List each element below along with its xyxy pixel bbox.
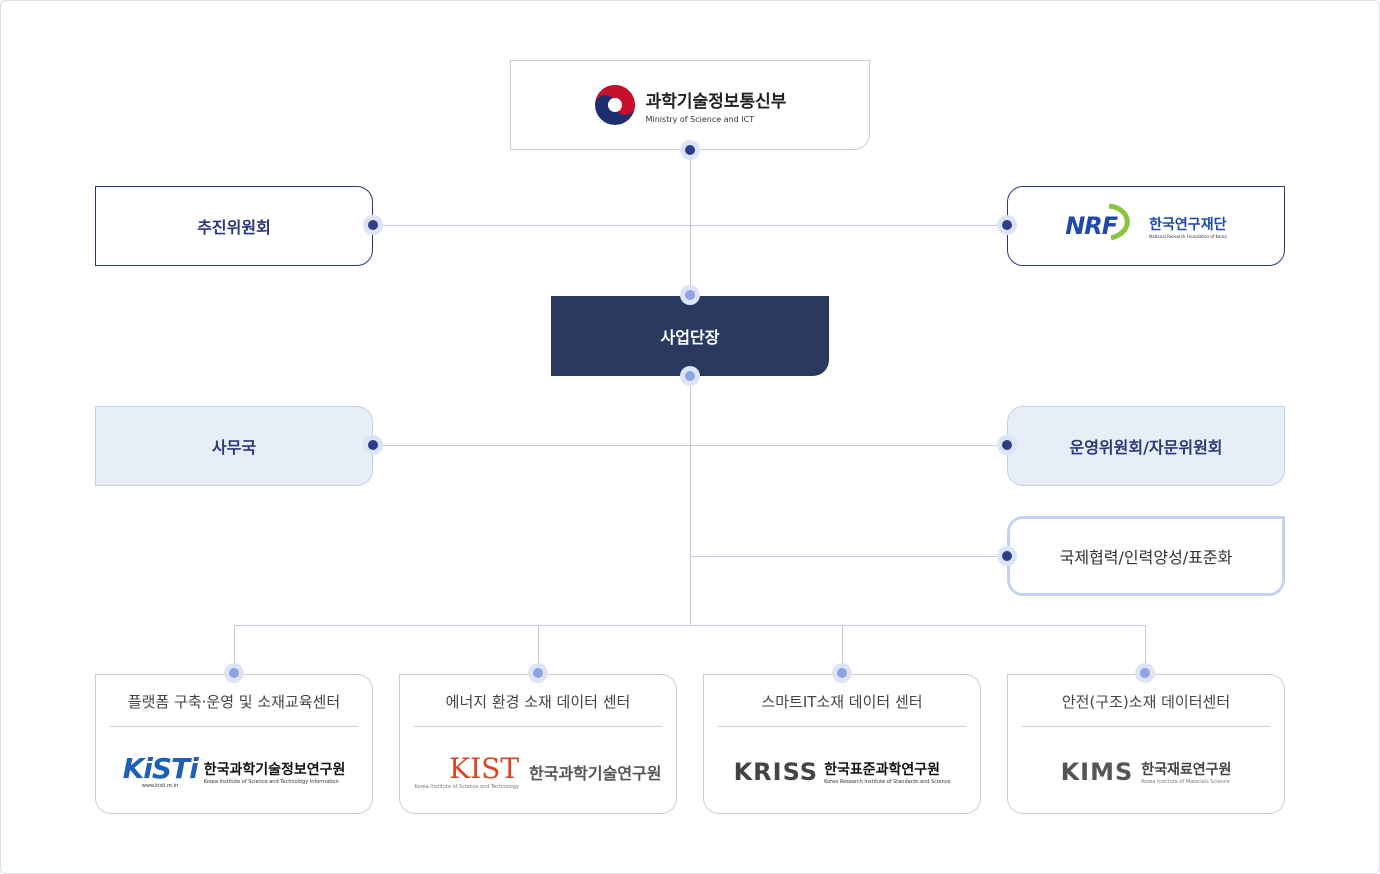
center-title: 스마트IT소재 데이터 센터 [761,693,923,711]
ministry-name-ko: 과학기술정보통신부 [645,91,787,112]
connector-dot-center-3 [832,663,852,683]
nrf-name-ko: 한국연구재단 [1149,216,1227,233]
connector-dot-director-bottom [680,366,700,386]
kriss-name-en: Korea Research Institute of Standards an… [824,779,951,785]
kist-name-en: Korea Institute of Science and Technolog… [414,784,520,790]
center-title: 안전(구조)소재 데이터센터 [1061,693,1231,711]
connector-dot-center-1 [224,663,244,683]
advisory-label: 운영위원회/자문위원회 [1069,438,1223,457]
connector-center-3 [842,625,843,673]
ministry-box: 과학기술정보통신부 Ministry of Science and ICT [510,60,870,150]
connector-committee-nrf [373,225,1007,226]
secretariat-box: 사무국 [95,406,373,486]
nrf-box: NRF 한국연구재단 National Research Foundation … [1007,186,1285,266]
connector-center-4 [1145,625,1146,673]
kims-logo: KIMS 한국재료연구원 Korea Institute of Material… [1008,747,1284,797]
kisti-logo-text: KiSTi [122,752,199,785]
kist-name-ko: 한국과학기술연구원 [529,764,662,783]
center-card-kist: 에너지 환경 소재 데이터 센터 KIST Korea Institute of… [399,674,677,814]
connector-dot-secretariat [363,435,383,455]
divider [414,726,662,727]
connector-international [690,556,1007,557]
ministry-name-en: Ministry of Science and ICT [645,114,755,124]
connector-center-1 [234,625,235,673]
connector-ministry-director [690,150,691,295]
connector-centers-bus [234,625,1146,626]
nrf-name-en: National Research Foundation of Korea [1149,233,1227,239]
connector-dot-director-top [680,285,700,305]
center-card-kriss: 스마트IT소재 데이터 센터 KRISS 한국표준과학연구원 Korea Res… [703,674,981,814]
secretariat-label: 사무국 [211,438,257,457]
center-title: 에너지 환경 소재 데이터 센터 [445,693,631,711]
connector-dot-center-2 [528,663,548,683]
connector-secretariat-advisory [373,445,1007,446]
kims-name-ko: 한국재료연구원 [1141,762,1232,778]
kriss-logo: KRISS 한국표준과학연구원 Korea Research Institute… [704,747,980,797]
center-card-kisti: 플랫폼 구축·운영 및 소재교육센터 KiSTi www.kisti.re.kr… [95,674,373,814]
center-card-kims: 안전(구조)소재 데이터센터 KIMS 한국재료연구원 Korea Instit… [1007,674,1285,814]
kriss-logo-text: KRISS [733,758,819,786]
taegeuk-emblem-icon [594,85,635,125]
director-box: 사업단장 [551,296,829,376]
connector-center-2 [538,625,539,673]
connector-dot-ministry [680,140,700,160]
kisti-name-en: Korea Institute of Science and Technolog… [203,779,339,785]
connector-dot-international [997,546,1017,566]
committee-box: 추진위원회 [95,186,373,266]
connector-dot-center-4 [1135,663,1155,683]
connector-dot-committee [363,215,383,235]
international-box: 국제협력/인력양성/표준화 [1007,516,1285,596]
director-label: 사업단장 [660,328,720,347]
connector-director-down [690,376,691,626]
connector-dot-advisory [997,435,1017,455]
international-label: 국제협력/인력양성/표준화 [1059,548,1233,567]
kims-logo-text: KIMS [1060,758,1134,786]
kisti-url: www.kisti.re.kr [141,783,179,789]
center-title: 플랫폼 구축·운영 및 소재교육센터 [127,693,341,711]
divider [110,726,358,727]
advisory-box: 운영위원회/자문위원회 [1007,406,1285,486]
kisti-name-ko: 한국과학기술정보연구원 [203,762,346,778]
kims-name-en: Korea Institute of Materials Science [1141,779,1230,785]
divider [718,726,966,727]
nrf-logo-text: NRF [1065,212,1118,240]
kist-logo: KIST Korea Institute of Science and Tech… [400,747,676,797]
committee-label: 추진위원회 [197,218,271,237]
kisti-logo: KiSTi www.kisti.re.kr 한국과학기술정보연구원 Korea … [96,747,372,797]
connector-dot-nrf [997,215,1017,235]
divider [1022,726,1270,727]
nrf-swoosh-icon [1108,203,1130,241]
kist-logo-text: KIST [449,752,520,785]
kriss-name-ko: 한국표준과학연구원 [824,762,940,778]
